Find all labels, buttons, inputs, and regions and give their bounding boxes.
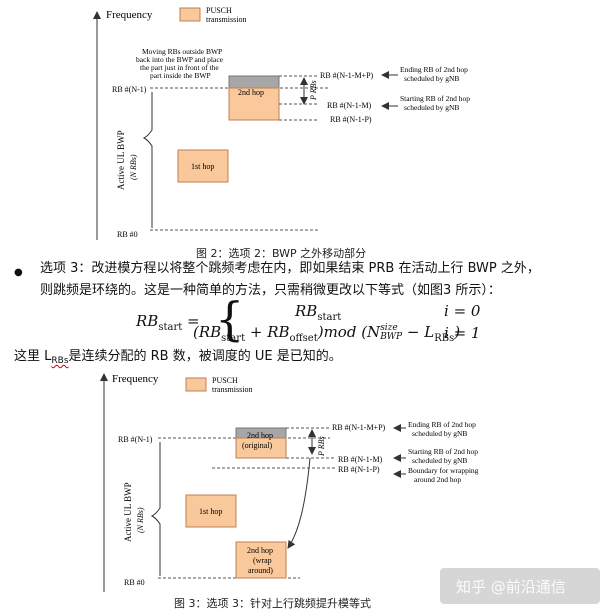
bwp-label-3: Active UL BWP (123, 482, 133, 542)
rb-bottom-label: RB #0 (117, 230, 138, 239)
rb-bottom-label-3: RB #0 (124, 578, 145, 587)
option3-bullet: ● (14, 267, 23, 278)
rb-top-label-3: RB #(N-1) (118, 435, 153, 444)
rb-n1mp-label-3: RB #(N-1-M+P) (332, 423, 386, 432)
first-hop-label: 1st hop (191, 162, 214, 171)
formula-brace: { (215, 292, 245, 346)
p-rbs-label: P RBs (309, 80, 318, 101)
first-hop-label-3: 1st hop (199, 507, 222, 516)
bwp-bracket-3 (150, 442, 161, 576)
first-hop-block-3 (185, 494, 237, 528)
bwp-sub-label: (N RBs) (129, 154, 138, 180)
legend-swatch-3 (185, 377, 207, 392)
rb-n1m-label: RB #(N-1-M) (327, 101, 372, 110)
rb-n1p-label-3: RB #(N-1-P) (338, 465, 380, 474)
formula-cond-2: i = 1 (444, 324, 481, 342)
bwp-label: Active UL BWP (116, 130, 126, 190)
l-rbs-note: 这里 LRBs是连续分配的 RB 数，被调度的 UE 是已知的。 (14, 349, 342, 366)
second-hop-wrap-3 (235, 541, 287, 579)
p-rbs-label-3: P RBs (317, 436, 326, 457)
wrap-around-arrow (287, 457, 311, 549)
second-hop-block (228, 87, 280, 121)
move-note: Moving RBs outside BWP back into the BWP… (136, 47, 225, 80)
axis-label-3: Frequency (112, 373, 159, 385)
watermark-backdrop (440, 568, 600, 604)
outside-bwp-block (228, 75, 280, 89)
formula-cond-1: i = 0 (444, 302, 481, 320)
legend-swatch (179, 7, 201, 22)
watermark: 知乎 @前沿通信 (456, 578, 566, 596)
axis-label: Frequency (106, 9, 153, 21)
bwp-bracket (142, 92, 153, 228)
rb-n1mp-label: RB #(N-1-M+P) (320, 71, 374, 80)
second-hop-label: 2nd hop (238, 88, 264, 97)
figure-2-caption: 图 2：选项 2：BWP 之外移动部分 (196, 247, 367, 260)
rb-n1m-label-3: RB #(N-1-M) (338, 455, 383, 464)
option3-line1: 选项 3：改进模方程以将整个跳频考虑在内，即如果结束 PRB 在活动上行 BWP… (40, 261, 540, 276)
bwp-sub-label-3: (N RBs) (136, 507, 145, 533)
rb-top-label: RB #(N-1) (112, 85, 147, 94)
rb-n1p-label: RB #(N-1-P) (330, 115, 372, 124)
formula-lhs: RBstart = (136, 312, 200, 333)
first-hop-block (177, 149, 229, 183)
option3-line2: 则跳频是环绕的。这是一种简单的方法，只需稍微更改以下等式（如图3 所示）： (40, 283, 501, 298)
figure-3-caption: 图 3：选项 3：针对上行跳频提升模等式 (174, 597, 371, 610)
formula-case-1: RBstart (295, 302, 342, 323)
second-hop-original-3 (235, 437, 287, 459)
second-hop-original-label: 2nd hop(original) (242, 431, 273, 450)
